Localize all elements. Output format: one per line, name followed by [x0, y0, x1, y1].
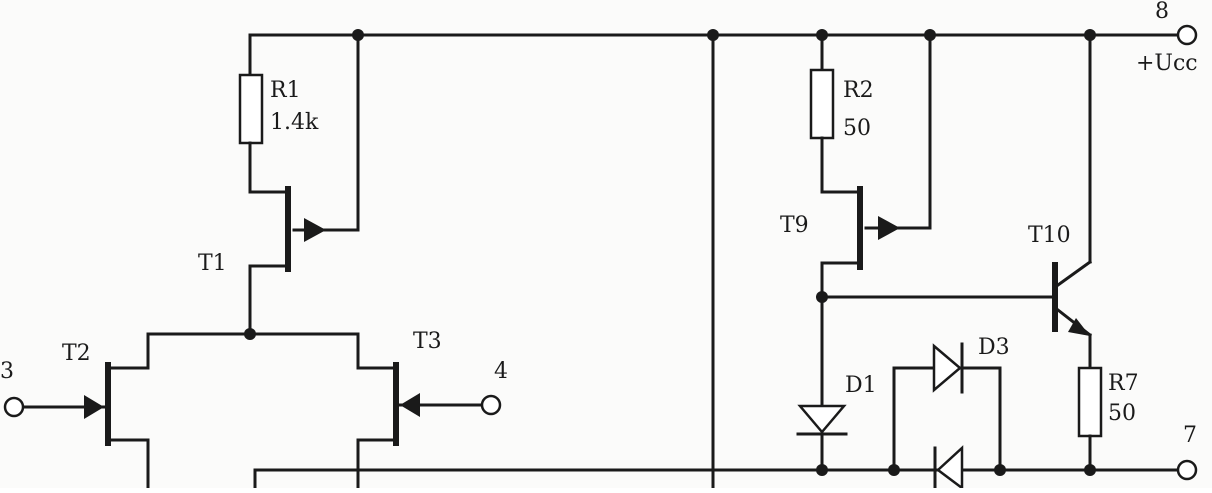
t2-arrow [84, 395, 104, 419]
terminal-8 [1176, 24, 1198, 46]
resistor-r1 [238, 73, 286, 194]
vcc-label: +Ucc [1136, 51, 1198, 76]
t10-arrow [1068, 318, 1090, 336]
r1-name-label: R1 [270, 78, 301, 103]
transistor-t2 [20, 362, 150, 490]
pin4-label: 4 [494, 359, 508, 384]
transistor-t1 [248, 33, 360, 336]
r2-value-label: 50 [843, 116, 871, 141]
pin3-label: 3 [0, 359, 14, 384]
pin8-label: 8 [1155, 0, 1169, 24]
resistor-r2 [809, 33, 858, 194]
diode-d1 [796, 404, 848, 436]
diode-lower [933, 445, 964, 491]
terminal-3 [3, 396, 25, 418]
t3-arrow [400, 393, 420, 417]
r2-name-label: R2 [843, 78, 874, 103]
t10-label: T10 [1028, 223, 1071, 248]
bottom-rail [253, 468, 1180, 490]
r7-name-label: R7 [1108, 371, 1139, 396]
junction-dots [244, 29, 1096, 476]
diode-d3 [892, 342, 1002, 472]
t2-label: T2 [62, 341, 91, 366]
d3-label: D3 [978, 335, 1010, 360]
pin7-label: 7 [1183, 423, 1197, 448]
resistor-r7 [1077, 366, 1103, 472]
t3-label: T3 [413, 329, 442, 354]
terminal-4 [480, 394, 502, 416]
transistor-t10 [820, 33, 1093, 370]
transistor-t3 [356, 362, 484, 490]
r7-value-label: 50 [1108, 401, 1136, 426]
t9-label: T9 [780, 213, 809, 238]
terminal-7 [1176, 459, 1198, 481]
r1-value-label: 1.4k [270, 110, 319, 135]
d1-label: D1 [845, 373, 877, 398]
t9-arrow [878, 216, 900, 240]
t1-arrow [304, 218, 326, 242]
t1-label: T1 [198, 251, 227, 276]
